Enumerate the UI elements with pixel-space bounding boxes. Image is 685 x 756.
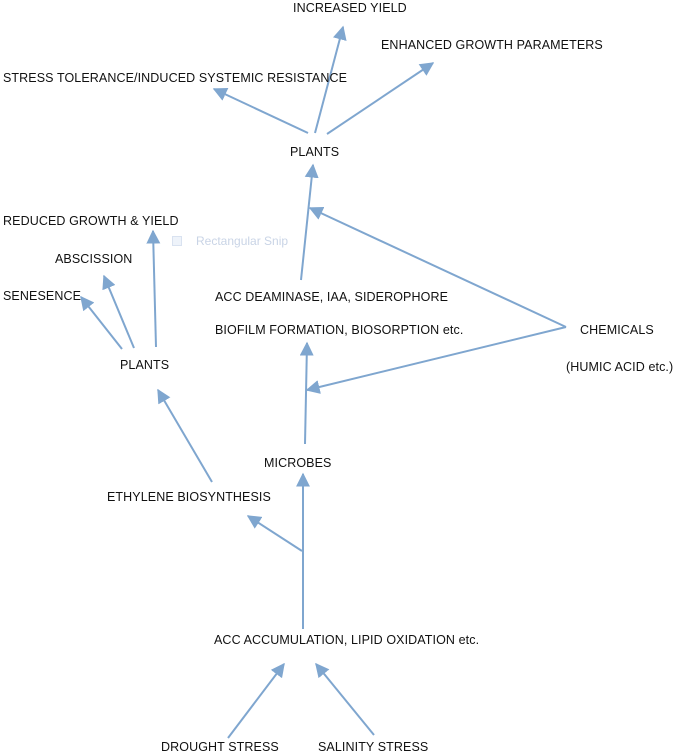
arrow-plants-left-to-reduced-growth xyxy=(146,229,161,348)
arrow-salinity-to-acc-accumulation xyxy=(315,662,375,736)
node-plants-top: PLANTS xyxy=(290,145,340,159)
node-biofilm-formation: BIOFILM FORMATION, BIOSORPTION etc. xyxy=(215,323,464,337)
arrow-plants-left-to-abscission xyxy=(102,274,135,349)
node-increased-yield: INCREASED YIELD xyxy=(293,1,407,15)
node-drought-stress: DROUGHT STRESS xyxy=(161,740,279,754)
arrow-plants-left-to-senesence xyxy=(80,295,123,350)
node-salinity-stress: SALINITY STRESS xyxy=(318,740,429,754)
arrow-plants-top-to-enhanced-growth xyxy=(326,62,435,135)
node-acc-deaminase: ACC DEAMINASE, IAA, SIDEROPHORE xyxy=(215,290,449,304)
snip-overlay-icon xyxy=(172,236,182,246)
arrow-microbes-to-biofilm xyxy=(299,341,314,445)
node-humic-acid: (HUMIC ACID etc.) xyxy=(566,360,674,374)
node-chemicals: CHEMICALS xyxy=(580,323,654,337)
arrow-to-ethylene-biosynthesis xyxy=(246,515,303,552)
node-senesence: SENESENCE xyxy=(3,289,82,303)
node-enhanced-growth-parameters: ENHANCED GROWTH PARAMETERS xyxy=(381,38,603,52)
node-microbes: MICROBES xyxy=(264,456,332,470)
node-stress-tolerance: STRESS TOLERANCE/INDUCED SYSTEMIC RESIST… xyxy=(3,71,348,85)
node-plants-left: PLANTS xyxy=(120,358,170,372)
node-acc-accumulation: ACC ACCUMULATION, LIPID OXIDATION etc. xyxy=(214,633,480,647)
arrow-plants-top-to-stress-tolerance xyxy=(212,88,309,134)
arrow-drought-to-acc-accumulation xyxy=(227,662,285,739)
node-ethylene-biosynthesis: ETHYLENE BIOSYNTHESIS xyxy=(107,490,271,504)
arrow-ethylene-to-plants-left xyxy=(157,388,213,483)
arrow-acc-deaminase-to-plants-top xyxy=(300,163,319,281)
node-abscission: ABSCISSION xyxy=(55,252,133,266)
node-reduced-growth-yield: REDUCED GROWTH & YIELD xyxy=(3,214,179,228)
arrow-chemicals-to-plants-top xyxy=(308,206,567,328)
arrow-chemicals-to-microbial-pathway xyxy=(305,326,567,394)
arrow-plants-top-to-increased-yield xyxy=(314,25,347,134)
snip-overlay-label: Rectangular Snip xyxy=(196,234,289,248)
